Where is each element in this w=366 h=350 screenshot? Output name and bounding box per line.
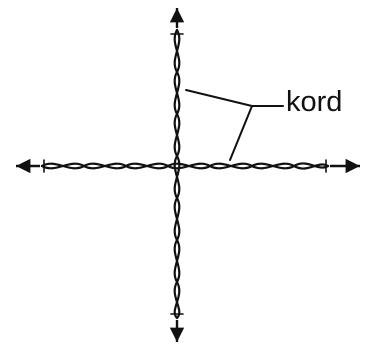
horizontal-twisted-cord (42, 160, 328, 172)
cord-label: kord (286, 88, 342, 117)
label-leader-lines (186, 90, 283, 160)
vertical-twisted-cord (171, 30, 183, 318)
